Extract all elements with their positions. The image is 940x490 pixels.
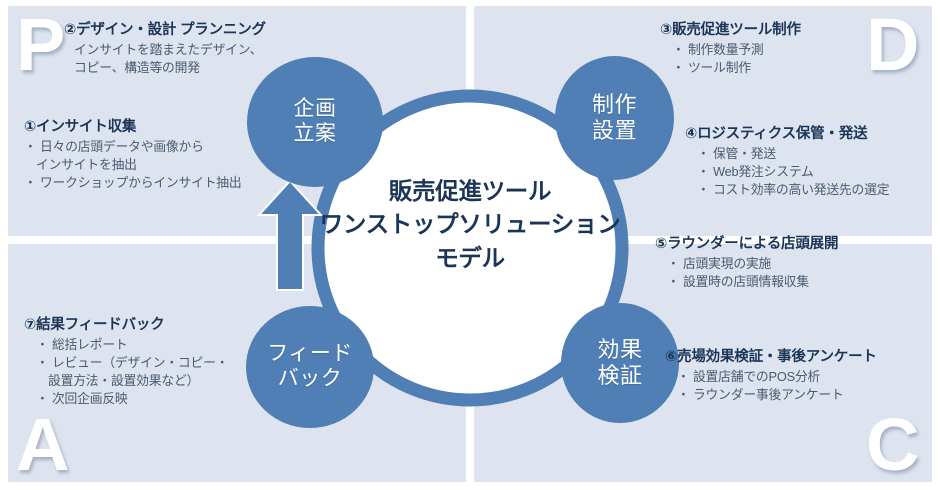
node-do-line-1: 制作 — [591, 92, 637, 118]
item5-heading: ⑤ラウンダーによる店頭展開 — [655, 236, 839, 252]
center-title: 販売促進ツール ワンストップソリューション モデル — [300, 175, 640, 275]
node-do-line-2: 設置 — [591, 118, 637, 143]
node-check[interactable]: 効果 検証 — [561, 303, 679, 423]
item6-bullet-1: ・ 設置店舗でのPOS分析 — [677, 369, 821, 384]
node-act-line-2: バック — [277, 367, 343, 390]
item7-bullet-1: ・ 総括レポート — [36, 337, 128, 352]
item7-bullet-3: ・ 次回企画反映 — [36, 391, 128, 407]
item4-heading: ④ロジスティクス保管・発送 — [685, 126, 868, 142]
item4-bullet-3: ・ コスト効率の高い発送先の選定 — [697, 182, 890, 198]
cycle-ring-graphic — [230, 40, 710, 450]
item6-heading: ⑥売場効果検証・事後アンケート — [665, 349, 877, 365]
node-act-line-1: フィード — [267, 342, 353, 366]
text-block-item1: ①インサイト収集 ・ 日々の店頭データや画像から インサイトを抽出 ・ ワークシ… — [24, 115, 242, 192]
cycle-direction-arrow — [256, 179, 324, 291]
item7-list: ・ 総括レポート ・ レビュー（デザイン・コピー・ 設置方法・設置効果など） ・… — [24, 336, 229, 409]
item2-heading: ②デザイン・設計 プランニング — [64, 22, 266, 38]
item3-bullet-2: ・ ツール制作 — [672, 60, 751, 76]
item1-bullet-1: ・ 日々の店頭データや画像から — [24, 139, 204, 154]
node-check-line-2: 検証 — [597, 363, 643, 388]
item7-bullet-2: ・ レビュー（デザイン・コピー・ — [36, 355, 229, 371]
item2-bullet-1: インサイトを踏まえたデザイン、 — [74, 42, 263, 57]
item5-list: ・ 店頭実現の実施 ・ 設置時の店頭情報収集 — [655, 255, 838, 291]
quadrant-letter-c: C — [866, 403, 920, 486]
node-plan-line-1: 企画 — [293, 97, 337, 121]
center-title-line-2: ワンストップソリューション — [319, 211, 621, 238]
item1-list: ・ 日々の店頭データや画像から インサイトを抽出 ・ ワークショップからインサイ… — [24, 138, 242, 192]
text-block-item4: ④ロジスティクス保管・発送 ・ 保管・発送 ・ Web発注システム ・ コスト効… — [685, 122, 890, 199]
quadrant-letter-d: D — [866, 3, 920, 86]
node-plan-line-2: 立案 — [293, 122, 337, 145]
node-check-line-1: 効果 — [597, 337, 643, 363]
item3-bullet-1: ・ 制作数量予測 — [672, 42, 764, 57]
text-block-item6: ⑥売場効果検証・事後アンケート ・ 設置店舗でのPOS分析 ・ ラウンダー事後ア… — [665, 345, 877, 404]
item7-heading: ⑦結果フィードバック — [24, 317, 165, 333]
item1-heading: ①インサイト収集 — [24, 119, 137, 135]
text-block-item7: ⑦結果フィードバック ・ 総括レポート ・ レビュー（デザイン・コピー・ 設置方… — [24, 313, 229, 409]
item4-list: ・ 保管・発送 ・ Web発注システム ・ コスト効率の高い発送先の選定 — [685, 145, 890, 199]
item2-list: インサイトを踏まえたデザイン、 コピー、構造等の開発 — [64, 41, 266, 77]
item6-bullet-2: ・ ラウンダー事後アンケート — [677, 387, 844, 403]
item5-bullet-1: ・ 店頭実現の実施 — [667, 256, 772, 271]
item5-bullet-2: ・ 設置時の店頭情報収集 — [667, 274, 809, 290]
node-do[interactable]: 制作 設置 — [555, 56, 674, 180]
item1-bullet-2: ・ ワークショップからインサイト抽出 — [24, 175, 242, 191]
item2-bullet-2: コピー、構造等の開発 — [74, 60, 200, 76]
item3-list: ・ 制作数量予測 ・ ツール制作 — [660, 41, 801, 77]
item6-list: ・ 設置店舗でのPOS分析 ・ ラウンダー事後アンケート — [665, 368, 877, 404]
text-block-item5: ⑤ラウンダーによる店頭展開 ・ 店頭実現の実施 ・ 設置時の店頭情報収集 — [655, 232, 838, 291]
node-plan[interactable]: 企画 立案 — [247, 57, 383, 187]
node-act[interactable]: フィード バック — [246, 306, 374, 428]
center-title-line-3: モデル — [435, 244, 505, 271]
item7-bullet-2-cont: 設置方法・設置効果など） — [48, 373, 200, 389]
item1-bullet-1-cont: インサイトを抽出 — [36, 157, 137, 173]
quadrant-letter-a: A — [16, 403, 70, 486]
item4-bullet-1: ・ 保管・発送 — [697, 146, 776, 161]
quadrant-letter-p: P — [16, 3, 66, 86]
center-title-line-1: 販売促進ツール — [388, 178, 552, 204]
item3-heading: ③販売促進ツール制作 — [660, 22, 801, 38]
text-block-item3: ③販売促進ツール制作 ・ 制作数量予測 ・ ツール制作 — [660, 18, 801, 77]
text-block-item2: ②デザイン・設計 プランニング インサイトを踏まえたデザイン、 コピー、構造等の… — [64, 18, 266, 77]
item4-bullet-2: ・ Web発注システム — [697, 164, 814, 180]
